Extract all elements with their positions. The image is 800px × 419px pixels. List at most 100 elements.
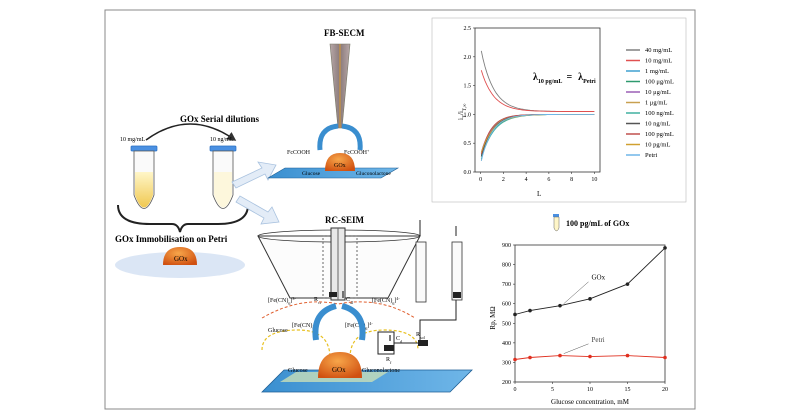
rp-point <box>528 308 532 313</box>
rcseim-title: RC-SEIM <box>325 215 365 225</box>
rp-xtick-label: 0 <box>514 387 517 393</box>
rp-point <box>513 312 517 317</box>
rp-ytick-label: 700 <box>502 282 511 288</box>
rf-resistor <box>384 345 394 351</box>
reference-electrode <box>415 241 427 303</box>
tube-10ng <box>209 145 237 209</box>
rp-series-line <box>514 247 666 315</box>
tube-10mg <box>130 145 158 209</box>
glucose-bottom: Glucose <box>288 368 308 374</box>
approach-xtick-label: 10 <box>591 177 597 183</box>
rp-axes-box <box>514 244 666 383</box>
pooling-brace <box>117 204 249 233</box>
fecn6-left: [Fe(CN)6]3- <box>268 296 296 306</box>
diffusion-path-yellow-right <box>349 329 419 359</box>
approach-xtick-label: 8 <box>570 177 573 183</box>
fbsecm-substrate <box>266 167 400 179</box>
approach-curve <box>480 70 595 112</box>
mini-tube <box>553 216 560 232</box>
approach-xtick-label: 0 <box>479 177 482 183</box>
rp-ytick-label: 200 <box>502 380 511 386</box>
cd-label: Cd <box>396 336 402 344</box>
left-section: GOx Serial dilutions 10 mg/mL 10 ng/mL G… <box>115 114 260 278</box>
approach-ytick-label: 2.5 <box>464 26 472 32</box>
serial-dilutions-title: GOx Serial dilutions <box>180 114 260 124</box>
rp-point <box>625 282 630 286</box>
arrow-to-fbsecm <box>231 161 277 189</box>
gox-label-left: GOx <box>174 255 188 263</box>
legend-label: 10 pg/mL <box>645 142 670 149</box>
approach-curve <box>480 113 595 155</box>
sample-tag: 100 pg/mL of GOx <box>553 214 629 232</box>
rp-point <box>588 297 592 301</box>
rp-point <box>558 303 562 308</box>
rp-point <box>625 353 630 358</box>
approach-curve <box>480 113 595 162</box>
approach-xtick-label: 4 <box>525 177 528 183</box>
flow-arrows <box>231 161 280 225</box>
redox-arrow-left <box>317 123 339 151</box>
fecn6-mid-4: [Fe(CN)6]4- <box>345 321 373 331</box>
fbsecm-gluconolactone: Gluconolactone <box>356 171 391 177</box>
counter-electrode <box>451 241 463 301</box>
rp-series-label-petri: Petri <box>592 336 605 344</box>
rcseim-gluconolactone: Gluconolactone <box>362 368 400 374</box>
approach-chart-frame <box>431 17 687 203</box>
rp-point <box>663 355 667 360</box>
approach-curve <box>480 113 595 157</box>
approach-curve <box>480 113 595 153</box>
rp-ytick-label: 300 <box>502 360 511 366</box>
fecn6-right: [Fe(CN)6]4- <box>372 296 400 306</box>
legend-label: 100 pg/mL <box>645 131 674 138</box>
approach-ytick-label: 1.0 <box>464 112 472 118</box>
fecooh-plus-label: FcCOOH+ <box>344 148 370 157</box>
rp-point <box>663 246 667 250</box>
rc-arrow-left <box>312 303 337 341</box>
approach-curve <box>480 113 595 153</box>
sample-label: 100 pg/mL of GOx <box>566 219 629 228</box>
approach-xlabel: L <box>537 190 541 198</box>
rp-ytick-label: 500 <box>502 321 511 327</box>
fecooh-label: FcCOOH <box>287 150 311 156</box>
rp-point <box>528 355 532 360</box>
rp-xtick-label: 5 <box>551 387 554 393</box>
rp-ytick-label: 600 <box>502 302 511 308</box>
tube1-label: 10 mg/mL <box>120 137 146 143</box>
glucose-left: Glucose <box>268 328 288 334</box>
rp-series-line <box>514 355 666 360</box>
fbsecm-gox <box>325 153 355 171</box>
redox-arrow-right <box>341 123 363 151</box>
rp-ytick-label: 800 <box>502 263 511 269</box>
tube2-label: 10 ng/mL <box>210 137 234 143</box>
rsol-resistor <box>418 340 428 346</box>
rp-xtick-label: 20 <box>662 387 668 393</box>
rcseim-gox <box>318 352 362 378</box>
approach-ytick-label: 0.0 <box>464 170 472 176</box>
rcseim-gox-label: GOx <box>332 366 346 374</box>
mini-tube-cap <box>553 214 559 217</box>
lambda-equation: λ10 pg/mL=λPetri <box>533 72 596 85</box>
rp-ytick-label: 400 <box>502 341 511 347</box>
approach-curve <box>480 113 595 157</box>
fbsecm-glucose: Glucose <box>302 171 321 177</box>
legend-label: 10 ng/mL <box>645 121 670 128</box>
approach-axes-box <box>474 27 601 173</box>
legend-label: 100 μg/mL <box>645 79 674 86</box>
arrow-to-rcseim <box>235 195 280 225</box>
rp-ylabel: Rp, MΩ <box>489 306 497 329</box>
rp-leader-gox <box>563 281 589 304</box>
counter-electrode-tip <box>453 292 461 298</box>
rp-ytick-label: 900 <box>502 243 511 249</box>
legend-label: 1 mg/mL <box>645 68 669 75</box>
immobilisation-title: GOx Immobilisation on Petri <box>115 234 228 244</box>
approach-xtick-label: 2 <box>502 177 505 183</box>
rp-xlabel: Glucose concentration, mM <box>551 398 630 406</box>
diffusion-path-yellow-left <box>261 329 331 359</box>
rp-point <box>588 354 592 359</box>
approach-ytick-label: 2.0 <box>464 55 472 61</box>
